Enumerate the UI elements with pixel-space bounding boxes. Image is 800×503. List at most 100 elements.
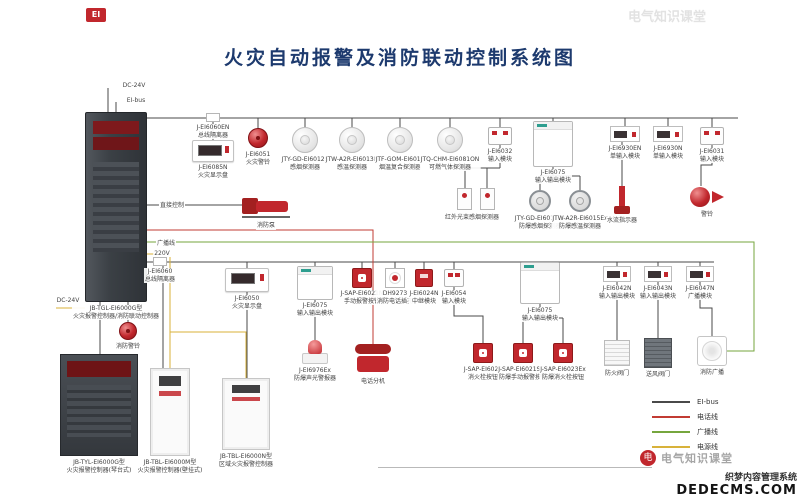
heat-detector-graphic	[339, 127, 365, 153]
legend-item-3: 电源线	[652, 439, 719, 454]
fire-telephone: 电话分机	[355, 344, 391, 386]
single-input-module-6930en-graphic	[610, 126, 640, 142]
brand-logo: EI	[86, 8, 106, 22]
fire-display-panel-top-graphic	[192, 140, 234, 162]
brand-circle-icon: 电	[640, 450, 656, 466]
air-supply-damper-label: 送风阀门	[644, 371, 672, 379]
watermark-brand-text: 电气知识课堂	[661, 452, 733, 465]
legend-label: 电源线	[697, 442, 718, 451]
main-fire-control-cabinet-label: JB-TGL-EI6000G型火灾报警控制器/消防联动控制器	[71, 305, 161, 320]
dc24v-top-label: DC-24V	[121, 82, 147, 89]
legend-item-0: EI-bus	[652, 394, 719, 409]
legend-line-swatch	[652, 400, 690, 403]
hydrant-button-graphic	[473, 343, 493, 363]
beam-detector-right-graphic	[480, 188, 495, 210]
fire-broadcast-speaker-label: 消防广播	[698, 369, 726, 377]
relay-module-6024n-graphic	[415, 269, 433, 287]
legend-line-swatch	[652, 430, 690, 433]
broadcast-line-label: 广播线	[155, 238, 177, 247]
fire-phone-jack-graphic	[385, 268, 405, 288]
fire-alarm-bell-left-graphic	[119, 322, 137, 340]
divider-line	[378, 467, 652, 468]
dc24v-left-label: DC-24V	[55, 297, 81, 304]
legend-line-swatch	[652, 415, 690, 418]
main-fire-control-cabinet: JB-TGL-EI6000G型火灾报警控制器/消防联动控制器	[71, 112, 161, 320]
smoke-detector-graphic	[292, 127, 318, 153]
fire-pump: 消防泵	[242, 192, 290, 230]
main-fire-control-cabinet-graphic	[85, 112, 147, 302]
legend-line-swatch	[652, 445, 690, 448]
regional-cabinet-graphic	[222, 378, 270, 450]
beam-detector-right	[480, 188, 495, 210]
air-supply-damper: 送风阀门	[644, 338, 672, 379]
fire-alarm-bell-left: 消防警铃	[114, 322, 142, 351]
regional-cabinet-label: JB-TBL-EI6000N型区域火灾报警控制器	[217, 453, 275, 468]
water-flow-indicator: 水流指示器	[605, 186, 639, 225]
wall-cabinet-1-label: JB-TBL-EI6000M型火灾报警控制器(壁挂式)	[136, 459, 204, 474]
watermark-corner: 织梦内容管理系统 DEDECMS.COM	[676, 470, 797, 498]
io-module-6075-mid-graphic	[297, 266, 333, 300]
combo-detector-graphic	[387, 127, 413, 153]
legend-label: 电话线	[697, 412, 718, 421]
io-module-6075-top-graphic	[533, 121, 573, 167]
fire-bell-top-graphic	[248, 128, 268, 148]
beam-detector-left-graphic	[457, 188, 472, 210]
legend-label: EI-bus	[697, 397, 719, 406]
watermark-top-right: 电气知识课堂	[628, 10, 707, 25]
alarm-bell-right-label: 警铃	[699, 211, 715, 219]
io-module-6043n-graphic	[644, 266, 672, 282]
fire-damper: 防火阀门	[603, 340, 631, 378]
ex-smoke-detector-graphic	[529, 190, 551, 212]
ex-manual-call-point-graphic	[513, 343, 533, 363]
eibus-top-label: EI-bus	[125, 97, 147, 104]
page-title: 火灾自动报警及消防联动控制系统图	[223, 46, 576, 69]
broadcast-module-6047n-graphic	[686, 266, 714, 282]
console-cabinet: JB-TYL-EI6000G型火灾报警控制器(琴台式)	[60, 354, 138, 474]
bus-isolator-top-graphic	[206, 113, 220, 122]
beam-detector-left	[457, 188, 472, 210]
input-module-6031-graphic	[700, 127, 724, 145]
console-cabinet-label: JB-TYL-EI6000G型火灾报警控制器(琴台式)	[65, 459, 133, 474]
fire-telephone-label: 电话分机	[359, 378, 387, 386]
wall-cabinet-1: JB-TBL-EI6000M型火灾报警控制器(壁挂式)	[136, 368, 204, 474]
watermark-corner-line1: 织梦内容管理系统	[724, 473, 797, 483]
console-cabinet-graphic	[60, 354, 138, 456]
fire-pump-graphic	[242, 192, 290, 218]
watermark-bottom-brand: 电 电气知识课堂	[640, 450, 733, 466]
fire-pump-label: 消防泵	[255, 222, 277, 230]
